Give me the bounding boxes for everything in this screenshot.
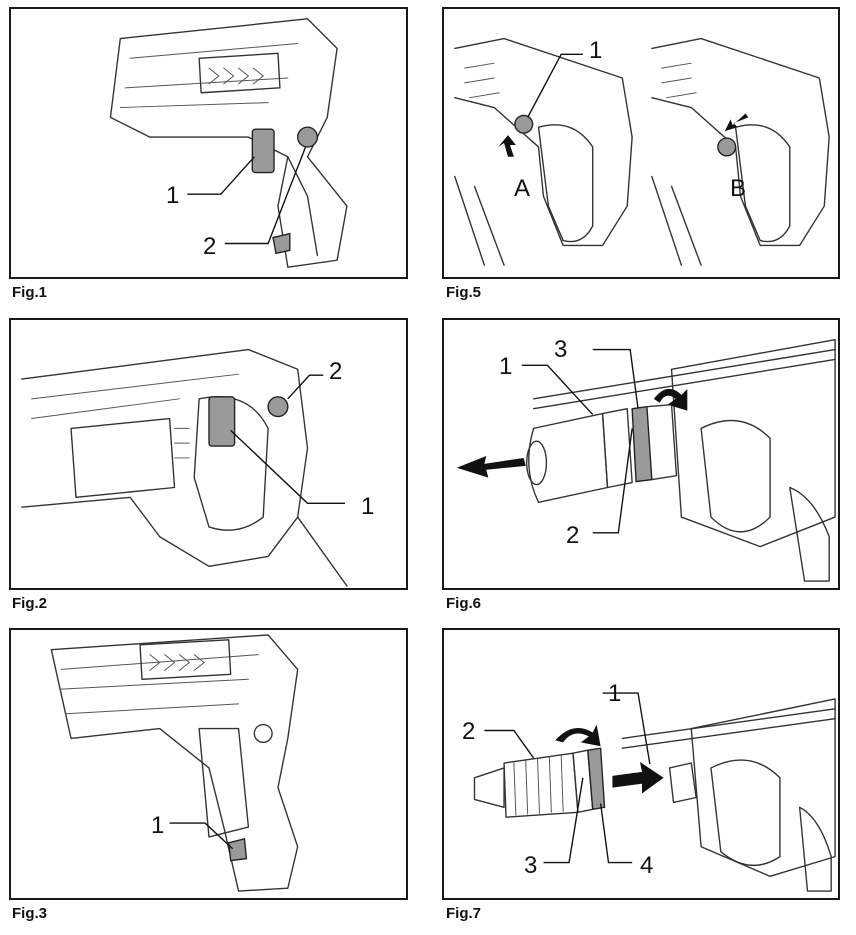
fig5-callout-a: A [514,175,531,202]
fig5-lock-knob-a [514,114,534,134]
fig6-callout-1: 1 [499,353,513,380]
figure-6-illustration [456,339,836,582]
lock-button-highlight [296,126,319,148]
switch-trigger-highlight [251,128,275,174]
reverse-lever-highlight [272,232,291,255]
lock-button-highlight [267,396,289,418]
fig7-callout-4: 4 [640,852,654,879]
figure-7-illustration [473,692,836,892]
figure-2-caption: Fig.2 [12,595,48,612]
figure-5-illustration [454,37,830,266]
fig7-callout-1: 1 [608,680,622,707]
fig5-callout-b: B [730,175,747,202]
figure-3-panel: 1 [9,628,408,900]
fig6-callout-3: 3 [554,336,568,363]
figure-2-panel: 2 1 [9,318,408,590]
figure-6-caption: Fig.6 [446,595,482,612]
fig6-release-ring [631,405,653,483]
fig2-callout-2: 2 [329,358,343,385]
fig5-lock-knob-b [717,137,737,157]
figure-2-illustration [21,348,348,587]
figure-6-panel: 3 1 2 [442,318,840,590]
figure-5-caption: Fig.5 [446,284,482,301]
figure-1-panel: 1 2 [9,7,408,279]
reverse-lever-highlight [227,838,248,862]
fig7-callout-2: 2 [462,718,476,745]
figure-3-caption: Fig.3 [12,905,48,922]
figure-1-caption: Fig.1 [12,284,48,301]
fig7-callout-3: 3 [524,852,538,879]
fig2-callout-1: 1 [361,493,375,520]
figure-7-caption: Fig.7 [446,905,482,922]
fig6-callout-2: 2 [566,522,580,549]
fig7-ring-highlight [587,747,606,811]
switch-trigger-highlight [208,396,236,447]
figure-7-panel: 1 2 3 4 [442,628,840,900]
figure-5-panel: 1 A B [442,7,840,279]
figure-3-illustration [50,634,299,892]
fig1-callout-2: 2 [203,233,217,260]
fig3-callout-1: 1 [151,812,165,839]
fig1-callout-1: 1 [166,182,180,209]
fig5-callout-1: 1 [589,37,603,64]
figure-1-illustration [109,18,348,268]
